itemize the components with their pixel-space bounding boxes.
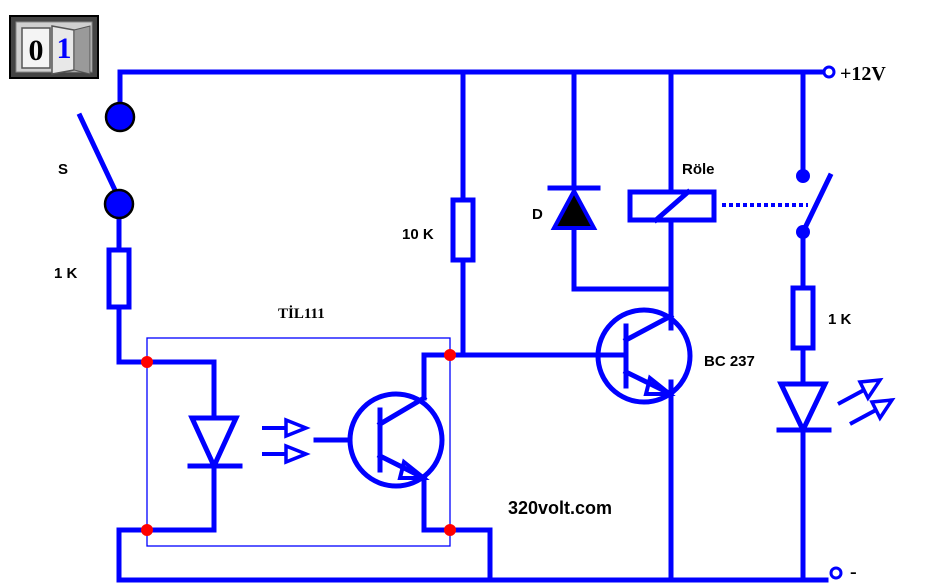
switch-label: S xyxy=(58,161,68,178)
resistor-base-label: 10 K xyxy=(402,226,434,243)
positive-terminal-icon xyxy=(822,65,836,79)
resistor-base-icon xyxy=(450,197,476,263)
opto-led-icon xyxy=(187,415,243,473)
junction-dots xyxy=(141,349,456,536)
resistor-led-label: 1 K xyxy=(828,311,852,328)
resistor-input-icon xyxy=(106,247,132,310)
diode-label: D xyxy=(532,206,543,223)
output-led-icon xyxy=(776,381,832,436)
website-label: 320volt.com xyxy=(508,498,612,518)
led-light-arrows-icon xyxy=(837,377,896,426)
opto-phototransistor-icon xyxy=(347,391,445,489)
transistor-label: BC 237 xyxy=(704,353,755,370)
logo-01-icon: 0 1 xyxy=(9,15,99,79)
diode-icon xyxy=(547,185,601,230)
resistor-input-label: 1 K xyxy=(54,265,78,282)
optocoupler-box xyxy=(146,337,451,547)
relay-coil-icon xyxy=(627,188,717,224)
opto-light-arrows-icon xyxy=(262,417,311,465)
supply-negative-label: - xyxy=(850,561,857,583)
resistor-led-icon xyxy=(790,285,816,351)
transistor-bc237-icon xyxy=(595,307,693,405)
wires xyxy=(116,69,829,583)
logo-digit-0: 0 xyxy=(29,34,44,67)
optocoupler-label: TİL111 xyxy=(278,305,325,322)
relay-label: Röle xyxy=(682,161,715,178)
negative-terminal-icon xyxy=(829,566,843,580)
switch-s xyxy=(76,101,136,220)
logo-digit-1: 1 xyxy=(57,32,72,65)
relay-contact-icon xyxy=(796,169,834,239)
supply-positive-label: +12V xyxy=(840,63,886,85)
